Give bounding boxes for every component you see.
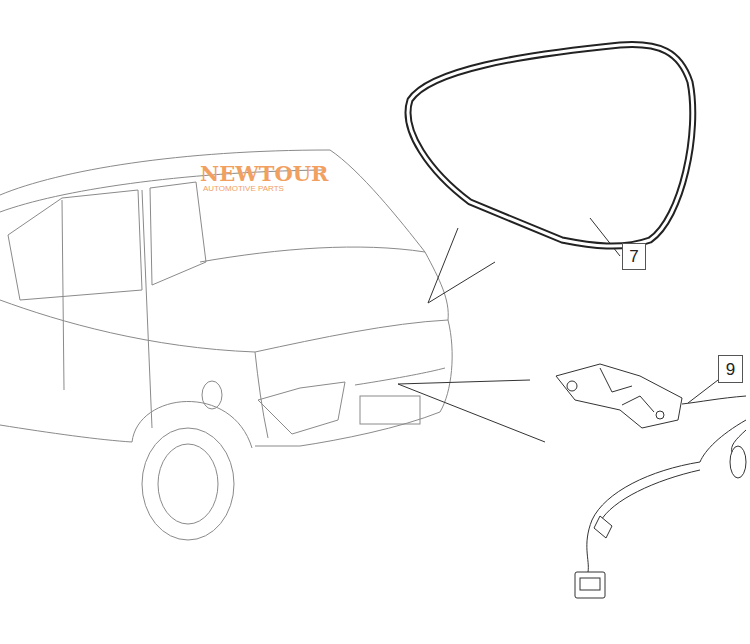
watermark-subtitle: AUTOMOTIVE PARTS: [203, 185, 284, 193]
trunk-seal: [408, 44, 693, 246]
leader-lines: [398, 218, 718, 442]
callout-number: 9: [726, 361, 735, 378]
callout-number: 7: [629, 248, 638, 265]
callout-box: 7: [622, 243, 646, 270]
callout-box: 9: [718, 355, 743, 383]
trunk-switch: [556, 364, 746, 598]
car-outline: [0, 150, 452, 540]
watermark-logo: NEWTOUR: [200, 163, 328, 184]
